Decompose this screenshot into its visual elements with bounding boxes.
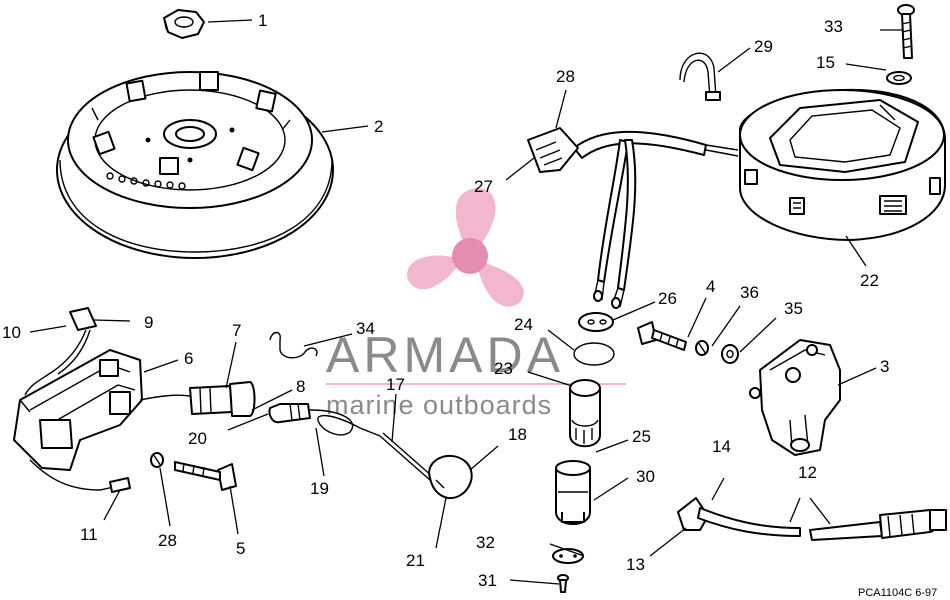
watermark-brand: ARMADA — [326, 327, 564, 383]
part-spring-clip — [269, 331, 318, 359]
label-17: 17 — [386, 375, 405, 394]
label-9: 9 — [144, 313, 153, 332]
label-21: 21 — [406, 551, 425, 570]
watermark-tagline: marine outboards — [326, 390, 552, 420]
label-18: 18 — [508, 425, 527, 444]
part-spark-plug-boot — [677, 497, 801, 537]
label-6: 6 — [184, 349, 193, 368]
part-lockwasher — [695, 340, 709, 356]
label-29: 29 — [754, 37, 773, 56]
part-stop-switch-connector — [268, 403, 381, 437]
label-1: 1 — [258, 11, 267, 30]
label-34: 34 — [356, 319, 375, 338]
label-36: 36 — [740, 283, 759, 302]
label-25: 25 — [632, 427, 651, 446]
label-15: 15 — [816, 53, 835, 72]
part-ignition-coil — [749, 339, 841, 456]
drawing-code: PCA1104C 6-97 — [858, 587, 937, 599]
label-12: 12 — [798, 463, 817, 482]
label-14: 14 — [712, 437, 731, 456]
label-19: 19 — [310, 479, 329, 498]
part-connector-plug — [555, 460, 591, 525]
label-7: 7 — [232, 321, 241, 340]
label-8: 8 — [296, 377, 305, 396]
label-2: 2 — [374, 117, 383, 136]
part-pack-screw — [174, 461, 237, 491]
part-grommet — [578, 312, 614, 332]
leader-lines — [29, 19, 902, 585]
part-stator-screw — [897, 4, 915, 59]
part-stator-harness — [527, 127, 739, 309]
part-flat-washer — [721, 344, 739, 364]
label-31: 31 — [478, 571, 497, 590]
label-33: 33 — [824, 17, 843, 36]
label-35: 35 — [784, 299, 803, 318]
part-nut — [163, 9, 205, 39]
label-13: 13 — [626, 555, 645, 574]
label-5: 5 — [236, 539, 245, 558]
part-power-pack — [13, 349, 191, 471]
part-washer-top — [886, 71, 912, 85]
flywheel-timing-holes — [106, 172, 186, 190]
label-20: 20 — [188, 429, 207, 448]
part-lead-terminal — [24, 307, 97, 396]
part-stator — [739, 88, 946, 241]
label-28-bottom: 28 — [158, 531, 177, 550]
part-pack-washer — [150, 452, 164, 468]
label-4: 4 — [706, 277, 715, 296]
label-30: 30 — [636, 467, 655, 486]
propeller-logo-icon — [407, 188, 524, 307]
label-10: 10 — [2, 323, 21, 342]
label-28-top: 28 — [556, 67, 575, 86]
label-11: 11 — [80, 525, 98, 544]
label-26: 26 — [658, 289, 677, 308]
part-ground-lead — [29, 459, 131, 493]
part-number-labels: 1 2 3 4 5 6 7 8 9 10 11 12 13 14 15 17 1… — [2, 11, 889, 590]
part-wire-clamp — [679, 52, 721, 101]
label-22: 22 — [860, 271, 879, 290]
part-connector-sleeve — [569, 379, 601, 448]
part-o-ring — [573, 342, 615, 366]
part-plug-cap — [809, 509, 947, 541]
part-pack-connector — [189, 381, 256, 417]
part-small-screw — [557, 574, 569, 593]
label-24: 24 — [514, 315, 533, 334]
label-27: 27 — [474, 177, 493, 196]
label-23: 23 — [494, 359, 513, 378]
part-flywheel — [56, 71, 334, 259]
label-3: 3 — [880, 357, 889, 376]
part-stop-lead — [379, 432, 473, 500]
armada-watermark: ARMADA marine outboards — [326, 188, 626, 420]
part-coil-screw — [637, 321, 687, 351]
label-32: 32 — [476, 533, 495, 552]
part-retainer-plate — [552, 548, 584, 564]
